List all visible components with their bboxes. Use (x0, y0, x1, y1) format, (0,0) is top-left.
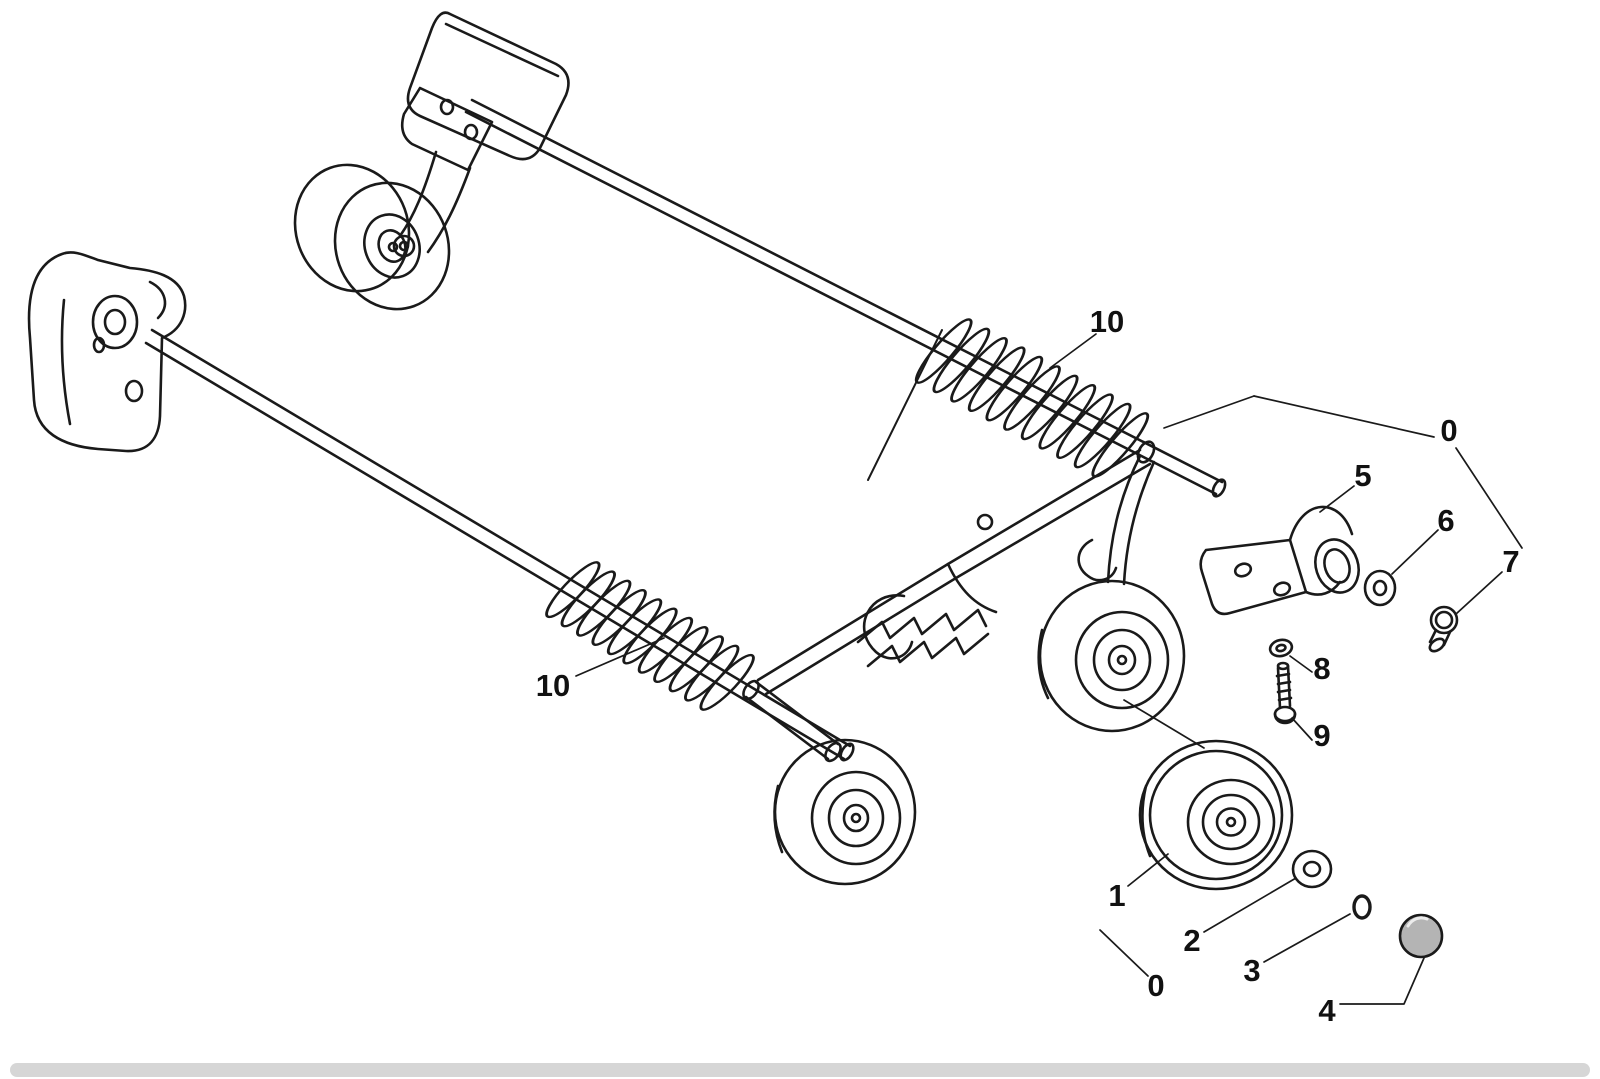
leader-8 (1289, 655, 1313, 673)
callout-0-roller-group: 0 (1147, 968, 1164, 1003)
leader-7 (1455, 571, 1503, 615)
lower-axle-rod (144, 328, 855, 762)
caster-roller (293, 163, 451, 311)
callout-2: 2 (1183, 923, 1200, 958)
leader-3 (1263, 913, 1351, 963)
diagram-art (27, 11, 1523, 1005)
leader-10-lower (575, 637, 665, 677)
callout-6: 6 (1437, 503, 1454, 538)
carrier-frame (742, 448, 1156, 763)
cap-4 (1398, 913, 1444, 959)
callout-1: 1 (1108, 878, 1125, 913)
upper-axle-rod (464, 98, 1227, 498)
callout-3: 3 (1243, 953, 1260, 988)
screw-9 (1273, 661, 1297, 725)
leader-0-group-a (1163, 395, 1255, 429)
callout-0-axle-group: 0 (1440, 413, 1457, 448)
leader-9 (1291, 717, 1313, 741)
callout-9: 9 (1313, 718, 1330, 753)
leader-2 (1203, 877, 1297, 933)
washer-8 (1268, 638, 1294, 658)
leader-10-upper (1049, 333, 1097, 369)
washer-2 (1291, 849, 1333, 889)
explosion-axis-roller (1123, 699, 1205, 749)
leader-0-bottom (1099, 929, 1149, 977)
frame-roller-left (773, 738, 917, 886)
leader-4 (1339, 957, 1425, 1005)
leader-lines (575, 333, 1523, 1005)
lower-spring (545, 561, 755, 711)
o-ring-3 (1352, 894, 1372, 920)
callout-5: 5 (1354, 458, 1371, 493)
callout-10-upper-spring: 10 (1090, 304, 1124, 339)
frame-roller-right (1037, 579, 1186, 733)
left-bracket (27, 251, 187, 453)
leader-0-group-b (1253, 395, 1435, 438)
leader-6 (1391, 529, 1439, 575)
roller-1 (1138, 739, 1294, 891)
spring-retainer-wire (867, 329, 943, 481)
callout-4: 4 (1318, 993, 1336, 1028)
leader-0-group-c (1455, 447, 1523, 549)
axle-clamp-bracket (1199, 505, 1360, 616)
leader-5 (1319, 485, 1355, 513)
callout-7: 7 (1502, 544, 1519, 579)
bolt-7 (1428, 605, 1459, 653)
callout-8: 8 (1313, 651, 1330, 686)
leader-1 (1127, 853, 1169, 887)
callout-labels: 10 0 5 6 7 8 9 10 1 2 3 0 4 (536, 304, 1520, 1028)
washer-6 (1363, 569, 1397, 607)
caster-bracket (392, 11, 570, 258)
callout-10-lower-spring: 10 (536, 668, 570, 703)
bottom-edge-bar (10, 1063, 1590, 1077)
